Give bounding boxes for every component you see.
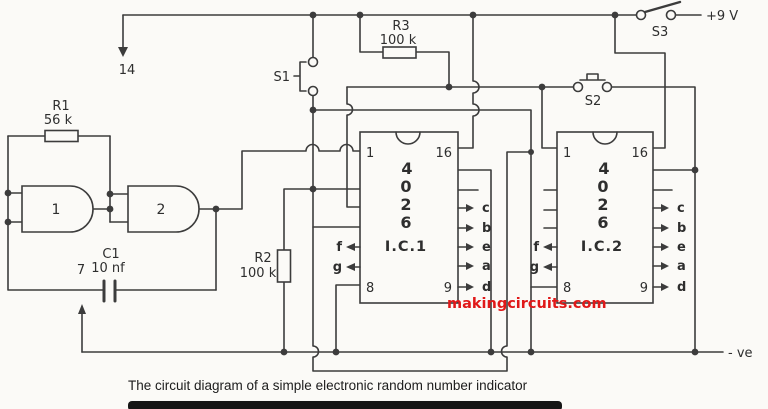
right-arrow-icon xyxy=(661,204,669,212)
gate-vss-arrow: 7 xyxy=(77,263,86,314)
right-arrow-icon xyxy=(661,262,669,270)
gate-vdd-pin-label: 14 xyxy=(119,63,136,78)
right-arrow-icon xyxy=(661,224,669,232)
ic2: 1 16 8 9 4 0 2 6 I.C.2 xyxy=(556,131,654,304)
ic1-part-digit: 4 xyxy=(401,159,412,178)
ic2-fg-outputs: f g xyxy=(530,240,558,275)
gate1-label: 1 xyxy=(52,202,61,218)
left-arrow-icon xyxy=(346,243,355,251)
ic2-seg-a: a xyxy=(677,259,686,274)
gate-vdd-arrow: 14 xyxy=(118,47,135,78)
ic1-pin-9: 9 xyxy=(444,281,452,296)
ic1-seg-g: g xyxy=(333,260,342,275)
left-arrow-icon xyxy=(543,243,552,251)
ic2-part-digit: 4 xyxy=(598,159,609,178)
ic1-pin-1: 1 xyxy=(366,146,374,161)
ic2-segment-outputs: c b e a d xyxy=(652,201,686,295)
watermark: makingcircuits.com xyxy=(447,296,607,312)
up-arrow-icon xyxy=(78,304,86,314)
capacitor-c1: C1 10 nf xyxy=(91,247,125,303)
ic1: 1 16 8 9 4 0 2 6 I.C.1 xyxy=(359,131,459,304)
ic1-segment-outputs: c b e a d xyxy=(457,201,491,295)
right-arrow-icon xyxy=(466,283,474,291)
ic1-pin-8: 8 xyxy=(366,281,374,296)
ic1-part-digit: 6 xyxy=(400,213,411,232)
ic1-pin-16: 16 xyxy=(435,146,452,161)
r2-name: R2 xyxy=(254,251,271,266)
ic2-seg-g: g xyxy=(530,260,539,275)
ic1-part-digit: 0 xyxy=(400,177,411,196)
junction-dots xyxy=(4,11,699,356)
left-arrow-icon xyxy=(543,263,552,271)
right-arrow-icon xyxy=(661,243,669,251)
c1-name: C1 xyxy=(102,247,119,262)
supply-negative-label: - ve xyxy=(728,346,753,361)
ic2-pin-9: 9 xyxy=(640,281,648,296)
right-arrow-icon xyxy=(466,243,474,251)
gate-vss-pin-label: 7 xyxy=(77,263,85,278)
ic1-seg-e: e xyxy=(482,240,491,255)
s1-label: S1 xyxy=(273,70,290,85)
caption: The circuit diagram of a simple electron… xyxy=(128,378,528,393)
left-arrow-icon xyxy=(346,263,355,271)
ic1-fg-outputs: f g xyxy=(333,240,361,275)
resistor-r1: R1 56 k xyxy=(44,99,79,143)
ic2-part-digit: 6 xyxy=(597,213,608,232)
ic2-pin-8: 8 xyxy=(563,281,571,296)
right-arrow-icon xyxy=(661,283,669,291)
r1-name: R1 xyxy=(52,99,69,114)
switch-s1: S1 xyxy=(273,56,319,97)
ic2-pin-16: 16 xyxy=(631,146,648,161)
ic1-seg-c: c xyxy=(482,201,490,216)
ic2-seg-e: e xyxy=(677,240,686,255)
ic2-part-digit: 2 xyxy=(597,195,608,214)
right-arrow-icon xyxy=(466,204,474,212)
ic2-seg-b: b xyxy=(677,221,686,236)
r1-value: 56 k xyxy=(44,113,73,128)
gate2-label: 2 xyxy=(157,202,166,218)
ic1-seg-a: a xyxy=(482,259,491,274)
right-arrow-icon xyxy=(466,224,474,232)
s3-label: S3 xyxy=(652,25,669,40)
ic1-seg-b: b xyxy=(482,221,491,236)
r3-value: 100 k xyxy=(380,33,417,48)
ic1-name: I.C.1 xyxy=(385,239,427,255)
wires xyxy=(7,14,724,372)
ic2-seg-c: c xyxy=(677,201,685,216)
right-arrow-icon xyxy=(466,262,474,270)
c1-value: 10 nf xyxy=(91,261,125,276)
switch-s2: S2 xyxy=(572,73,613,109)
ic2-name: I.C.2 xyxy=(581,239,623,255)
ic2-seg-f: f xyxy=(533,240,539,255)
resistor-r2: R2 100 k xyxy=(240,249,292,283)
ic1-seg-f: f xyxy=(336,240,342,255)
ic2-part-digit: 0 xyxy=(597,177,608,196)
gate-2: 2 xyxy=(127,185,200,233)
supply-positive-label: +9 V xyxy=(706,9,738,24)
resistor-r3: R3 100 k xyxy=(380,19,417,59)
r3-name: R3 xyxy=(392,19,409,34)
s2-label: S2 xyxy=(585,94,602,109)
down-arrow-icon xyxy=(118,47,128,57)
ic1-part-digit: 2 xyxy=(400,195,411,214)
caption-underline-bar xyxy=(128,401,562,409)
r2-value: 100 k xyxy=(240,266,277,281)
ic2-seg-d: d xyxy=(677,280,686,295)
ic2-pin-1: 1 xyxy=(563,146,571,161)
switch-s3: S3 xyxy=(635,0,682,40)
gate-1: 1 xyxy=(21,185,94,233)
ic1-seg-d: d xyxy=(482,280,491,295)
